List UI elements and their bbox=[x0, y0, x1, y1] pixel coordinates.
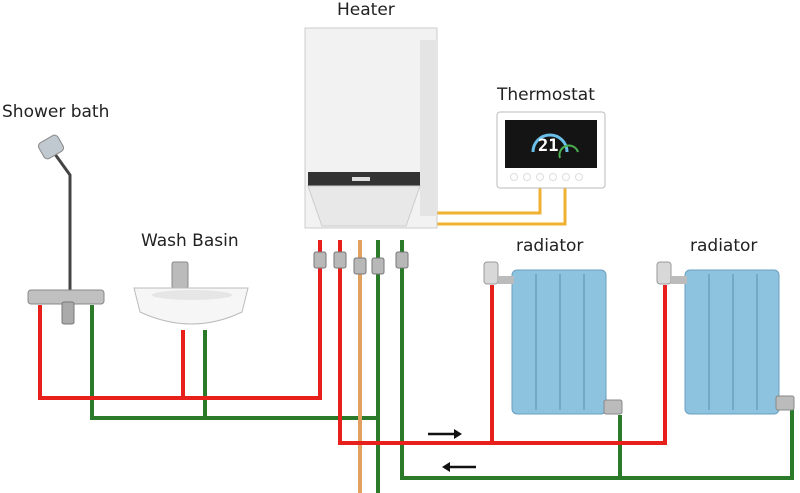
control-wire-1 bbox=[420, 188, 542, 215]
valve-icon bbox=[333, 251, 347, 269]
radiator-1-body bbox=[511, 269, 607, 415]
hot-pipe-heating bbox=[338, 240, 667, 445]
thermostat-button-icon bbox=[510, 173, 518, 181]
thermostat-buttons bbox=[510, 173, 583, 181]
thermostat-button-icon bbox=[536, 173, 544, 181]
basin-inner bbox=[152, 290, 232, 300]
shower-label: Shower bath bbox=[2, 102, 110, 122]
radiator-2-body bbox=[684, 269, 780, 415]
hot-pipes bbox=[38, 240, 667, 445]
radiator-2-outlet-valve-icon bbox=[775, 395, 795, 411]
radiator-1-label: radiator bbox=[516, 236, 584, 256]
heater-unit bbox=[304, 27, 438, 229]
radiator-2 bbox=[656, 261, 795, 415]
valve-icon bbox=[371, 257, 385, 275]
radiator-2-valve-icon bbox=[656, 261, 672, 285]
arrow-right-icon bbox=[428, 429, 462, 439]
shower-hose bbox=[50, 149, 72, 295]
thermostat-label: Thermostat bbox=[497, 85, 595, 105]
radiator-2-label: radiator bbox=[690, 236, 758, 256]
radiator-1-outlet-valve-icon bbox=[603, 399, 623, 415]
thermostat-screen bbox=[505, 120, 597, 168]
arrow-left-icon bbox=[442, 462, 476, 472]
valve-icon bbox=[395, 251, 409, 269]
radiator-1-valve-icon bbox=[483, 261, 499, 285]
thermostat-humidity-arc bbox=[558, 144, 579, 159]
radiator-2-inlet bbox=[671, 276, 687, 284]
control-wires bbox=[420, 188, 567, 226]
heater-label: Heater bbox=[337, 0, 395, 20]
heater-side bbox=[420, 40, 437, 216]
radiator-2-fins bbox=[708, 274, 758, 410]
thermostat-button-icon bbox=[523, 173, 531, 181]
return-pipe-shower bbox=[90, 305, 378, 420]
thermostat-unit: 21 bbox=[496, 111, 606, 189]
basin-tap-icon bbox=[171, 261, 189, 289]
shower-lever bbox=[61, 301, 75, 325]
thermostat-button-icon bbox=[575, 173, 583, 181]
hot-pipe-dhw bbox=[38, 240, 322, 400]
thermostat-temperature: 21 bbox=[538, 136, 558, 156]
basin-unit bbox=[133, 261, 249, 325]
thermostat-button-icon bbox=[562, 173, 570, 181]
shower-head-icon bbox=[37, 134, 65, 160]
radiator-1-fins bbox=[535, 274, 585, 410]
heater-valves bbox=[313, 251, 409, 275]
valve-icon bbox=[313, 251, 327, 269]
radiator-1 bbox=[483, 261, 623, 415]
radiator-1-inlet bbox=[498, 276, 514, 284]
basin-label: Wash Basin bbox=[141, 231, 239, 251]
shower-unit bbox=[27, 134, 105, 325]
heater-logo bbox=[352, 177, 370, 181]
heater-bottom-panel bbox=[307, 185, 421, 227]
control-wire-2 bbox=[420, 188, 567, 226]
thermostat-button-icon bbox=[549, 173, 557, 181]
valve-icon bbox=[353, 257, 367, 275]
